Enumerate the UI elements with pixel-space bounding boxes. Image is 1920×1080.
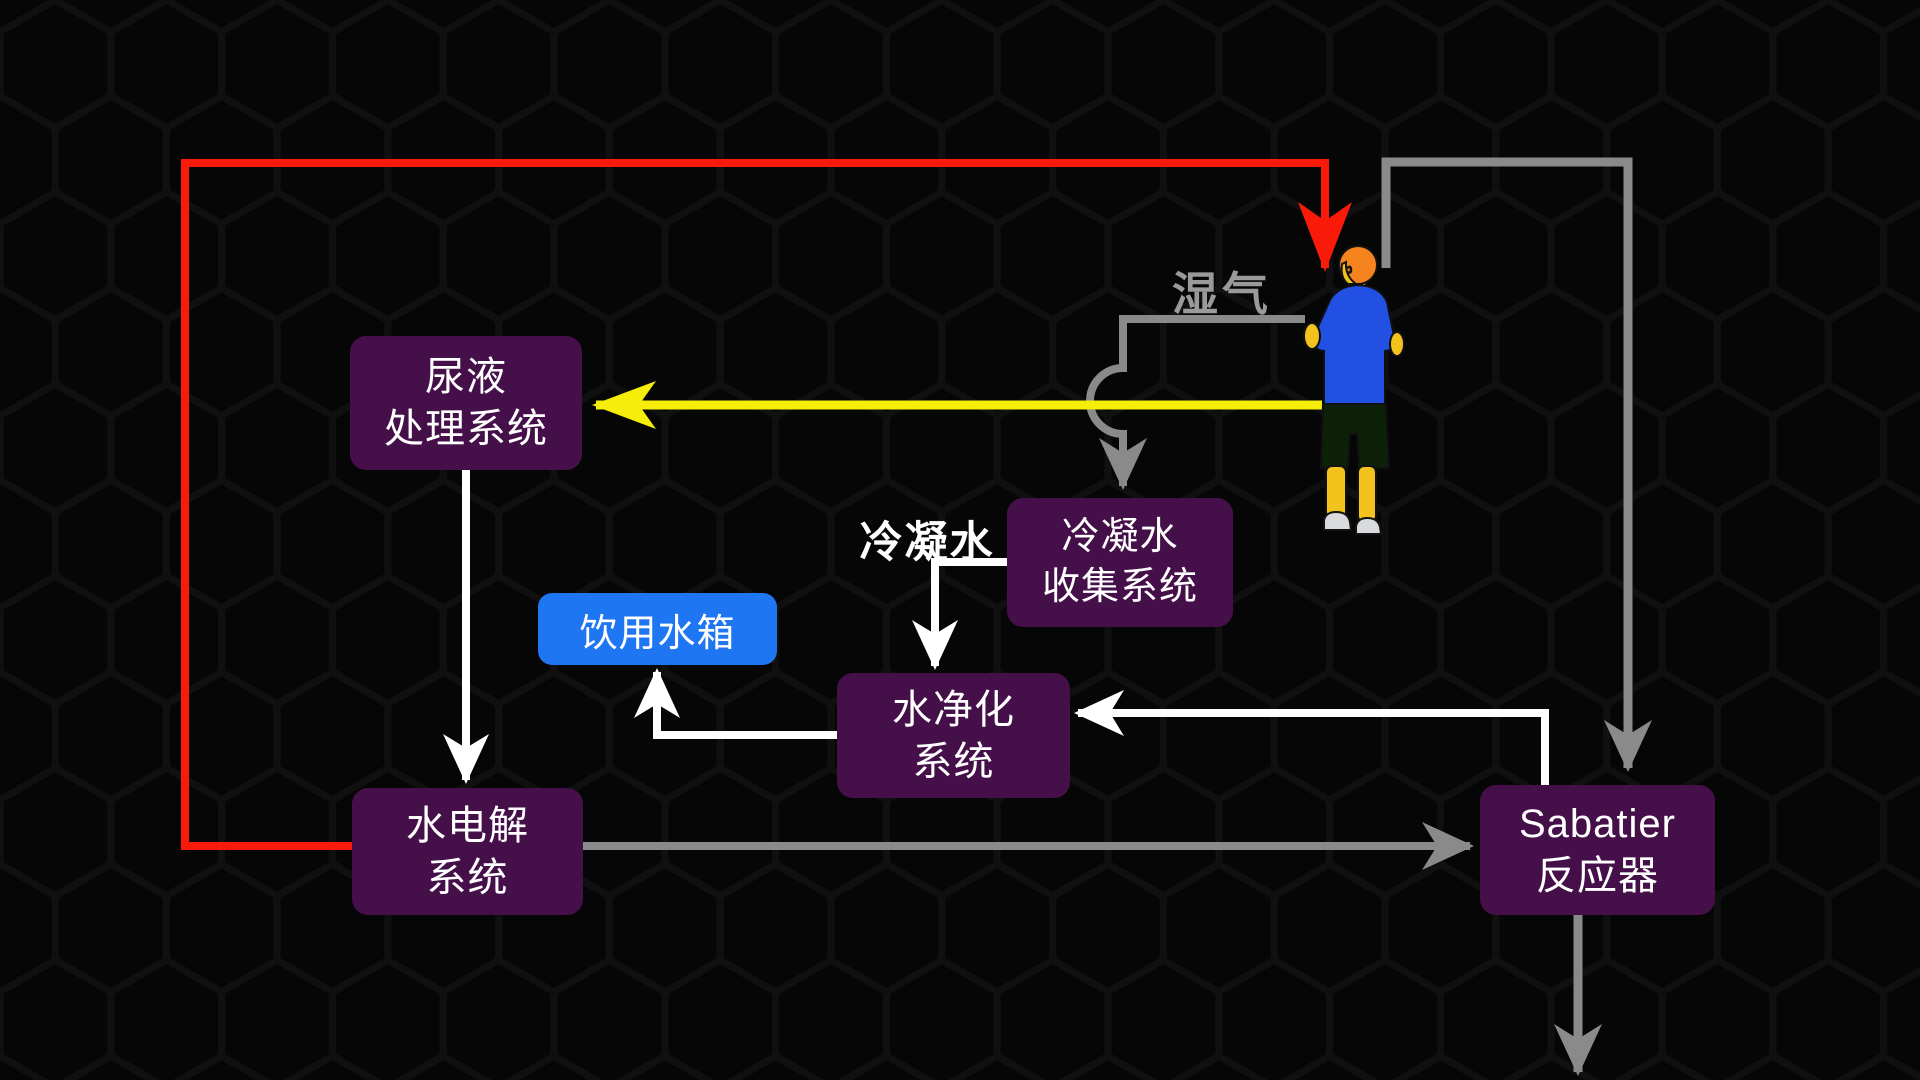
person-left-shoe xyxy=(1323,510,1353,531)
person-left-hand xyxy=(1303,322,1321,350)
arrow-sabatier-to-purification xyxy=(1074,690,1549,785)
node-condensate-collection: 冷凝水 收集系统 xyxy=(1007,498,1233,627)
arrow-moist-air xyxy=(1086,315,1305,490)
node-drinking-water-tank-label: 饮用水箱 xyxy=(579,612,736,655)
node-sabatier-reactor-line2: 反应器 xyxy=(1536,854,1659,898)
person-shirt xyxy=(1312,283,1396,407)
node-water-purification-line1: 水净化 xyxy=(892,687,1015,732)
person-ear xyxy=(1346,265,1353,274)
node-urine-processing-line1: 尿液 xyxy=(425,355,507,399)
node-water-electrolysis-line1: 水电解 xyxy=(406,803,529,848)
person-right-hand xyxy=(1389,331,1405,357)
node-condensate-collection-line1: 冷凝水 xyxy=(1061,516,1179,559)
edge-label-moist-air: 湿气 xyxy=(1172,268,1272,320)
node-condensate-collection-line2: 收集系统 xyxy=(1041,565,1198,608)
person-right-shoe xyxy=(1355,516,1383,535)
node-water-electrolysis: 水电解 系统 xyxy=(352,788,583,915)
node-urine-processing: 尿液 处理系统 xyxy=(350,336,582,470)
arrow-o2-electrolysis-to-person xyxy=(181,159,1352,850)
person-back-view-icon xyxy=(1303,245,1405,535)
person-shorts xyxy=(1319,403,1391,469)
edge-label-condensate-water: 冷凝水 xyxy=(859,519,995,567)
node-sabatier-reactor: Sabatier 反应器 xyxy=(1480,785,1715,915)
node-water-purification-line2: 系统 xyxy=(912,739,995,784)
node-drinking-water-tank: 饮用水箱 xyxy=(538,593,777,665)
arrow-co2-person-to-sabatier xyxy=(1381,157,1652,772)
node-urine-processing-line2: 处理系统 xyxy=(384,407,548,451)
arrow-purification-to-tank xyxy=(634,668,837,739)
node-sabatier-reactor-line1: Sabatier xyxy=(1519,802,1676,846)
person-left-leg xyxy=(1325,465,1347,519)
node-water-electrolysis-line2: 系统 xyxy=(426,855,509,900)
arrow-condensate-to-purification xyxy=(912,558,1007,670)
person-right-leg xyxy=(1357,465,1377,523)
person-face-edge xyxy=(1340,260,1360,285)
node-water-purification: 水净化 系统 xyxy=(837,673,1070,798)
